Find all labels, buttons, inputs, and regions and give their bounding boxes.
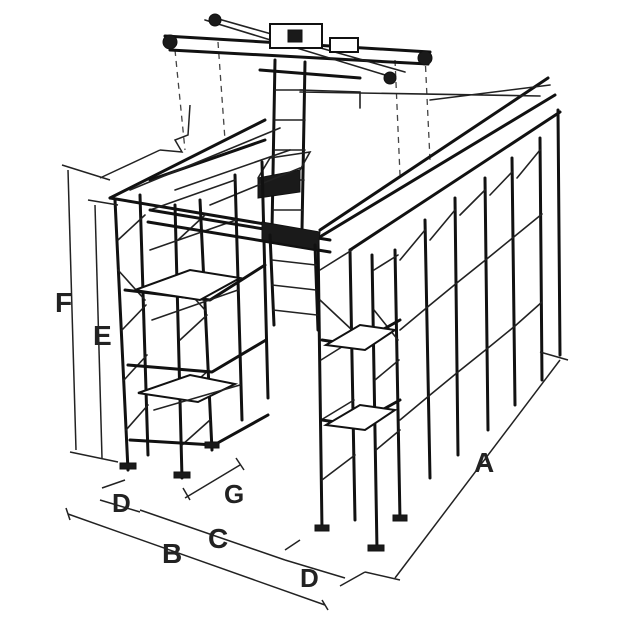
dimension-label-c: C — [208, 523, 228, 554]
dimension-lines — [61, 104, 569, 611]
dimension-label-a: A — [474, 447, 494, 478]
right-rack-structure — [299, 76, 562, 552]
dimension-label-f: F — [55, 287, 72, 318]
overhead-crane — [162, 13, 433, 232]
dimension-label-e: E — [93, 320, 112, 351]
center-gate — [146, 208, 332, 332]
dimension-label-d-bottom: D — [300, 563, 319, 593]
dimension-label-g: G — [224, 479, 244, 509]
left-rack-structure — [108, 118, 302, 480]
dimension-label-d-left: D — [112, 488, 131, 518]
dimension-label-b: B — [162, 538, 182, 569]
